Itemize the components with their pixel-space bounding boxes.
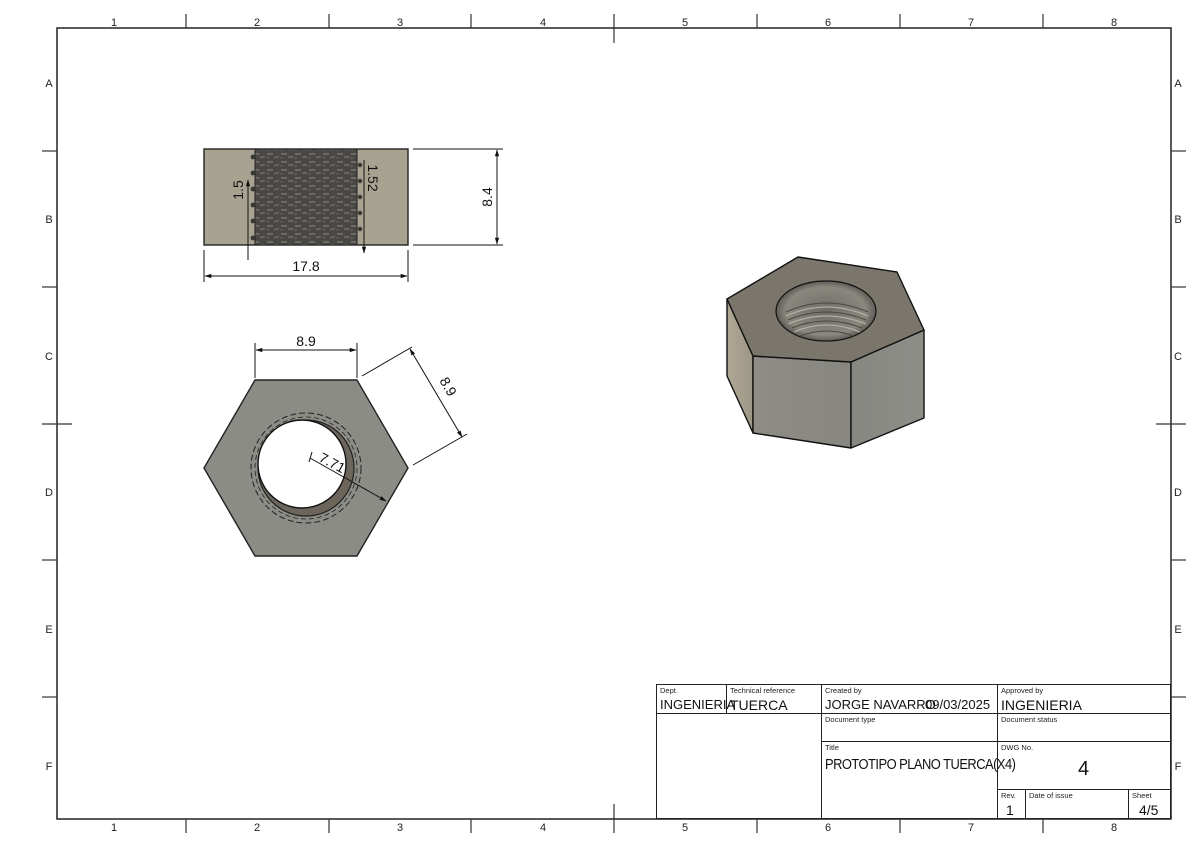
row-ticks	[42, 150, 1186, 698]
top-view[interactable]: 8.9 8.9 7.71	[203, 333, 468, 557]
row-label: B	[45, 214, 52, 226]
col-label: 5	[682, 17, 688, 29]
dim-flat-width: 8.9	[296, 333, 316, 349]
col-label: 8	[1111, 822, 1117, 834]
created-by-caption: Created by	[825, 686, 862, 695]
created-by-cell: Created by JORGE NAVARRO 09/03/2025	[822, 685, 998, 714]
sheet-caption: Sheet	[1132, 791, 1152, 800]
col-label: 6	[825, 17, 831, 29]
technical-reference-value: TUERCA	[730, 697, 788, 713]
document-type-caption: Document type	[825, 715, 876, 724]
dwg-no-cell: DWG No. 4	[998, 742, 1170, 790]
dim-height: 8.4	[479, 187, 495, 207]
col-label: 1	[111, 822, 117, 834]
row-label: E	[45, 624, 52, 636]
dim-side-length: 8.9	[437, 374, 461, 399]
row-label: F	[1175, 761, 1182, 773]
col-label: 4	[540, 17, 546, 29]
col-label: 6	[825, 822, 831, 834]
col-label: 7	[968, 17, 974, 29]
title-value: PROTOTIPO PLANO TUERCA(X4)	[825, 756, 1016, 773]
created-date-value: 09/03/2025	[925, 697, 991, 712]
dim-thread-pitch-right: 1.52	[365, 164, 381, 191]
dwg-no-value: 4	[1078, 758, 1090, 780]
approved-by-value: INGENIERIA	[1001, 697, 1082, 713]
row-label: C	[1174, 351, 1182, 363]
dim-width: 17.8	[292, 258, 319, 274]
title-cell: Title PROTOTIPO PLANO TUERCA(X4)	[822, 742, 1016, 818]
row-label: B	[1174, 214, 1181, 226]
row-label: C	[45, 351, 53, 363]
rev-cell: Rev. 1	[998, 790, 1026, 818]
dim-thread-pitch-left: 1.5	[230, 180, 246, 200]
date-of-issue-cell: Date of issue	[1026, 790, 1129, 818]
dept-cell: Dept. INGENIERIA	[657, 685, 735, 714]
row-label: A	[45, 78, 53, 90]
technical-reference-cell: Technical reference TUERCA	[727, 685, 822, 714]
rev-value: 1	[1006, 802, 1014, 818]
column-ticks	[185, 14, 1044, 833]
col-label: 3	[397, 17, 403, 29]
iso-view[interactable]	[726, 256, 925, 449]
row-label: D	[1174, 487, 1182, 499]
dept-caption: Dept.	[660, 686, 678, 695]
date-of-issue-caption: Date of issue	[1029, 791, 1073, 800]
created-by-value: JORGE NAVARRO	[825, 697, 936, 712]
row-label: D	[45, 487, 53, 499]
sheet-value: 4/5	[1139, 802, 1159, 818]
dept-value: INGENIERIA	[660, 697, 736, 712]
dwg-no-caption: DWG No.	[1001, 743, 1034, 752]
col-label: 8	[1111, 17, 1117, 29]
side-view[interactable]: 1.5 1.52 17.8 8.4	[203, 148, 503, 282]
title-caption: Title	[825, 743, 839, 752]
col-label: 7	[968, 822, 974, 834]
col-label: 2	[254, 822, 260, 834]
document-status-caption: Document status	[1001, 715, 1058, 724]
sheet-cell: Sheet 4/5	[1129, 790, 1170, 818]
row-labels: A B C D E F A B C D E F	[45, 78, 1182, 773]
col-label: 4	[540, 822, 546, 834]
row-label: A	[1174, 78, 1182, 90]
title-block: Dept. INGENIERIA Technical reference TUE…	[656, 684, 1171, 819]
row-label: E	[1174, 624, 1181, 636]
empty-cell	[657, 714, 822, 818]
approved-by-caption: Approved by	[1001, 686, 1044, 695]
column-labels: 1 2 3 4 5 6 7 8 1 2 3 4 5 6 7 8	[111, 17, 1117, 834]
technical-reference-caption: Technical reference	[730, 686, 796, 695]
rev-caption: Rev.	[1001, 791, 1016, 800]
document-status-cell: Document status	[998, 714, 1170, 742]
col-label: 1	[111, 17, 117, 29]
col-label: 5	[682, 822, 688, 834]
approved-by-cell: Approved by INGENIERIA	[998, 685, 1170, 714]
row-label: F	[46, 761, 53, 773]
col-label: 2	[254, 17, 260, 29]
col-label: 3	[397, 822, 403, 834]
document-type-cell: Document type	[822, 714, 998, 742]
